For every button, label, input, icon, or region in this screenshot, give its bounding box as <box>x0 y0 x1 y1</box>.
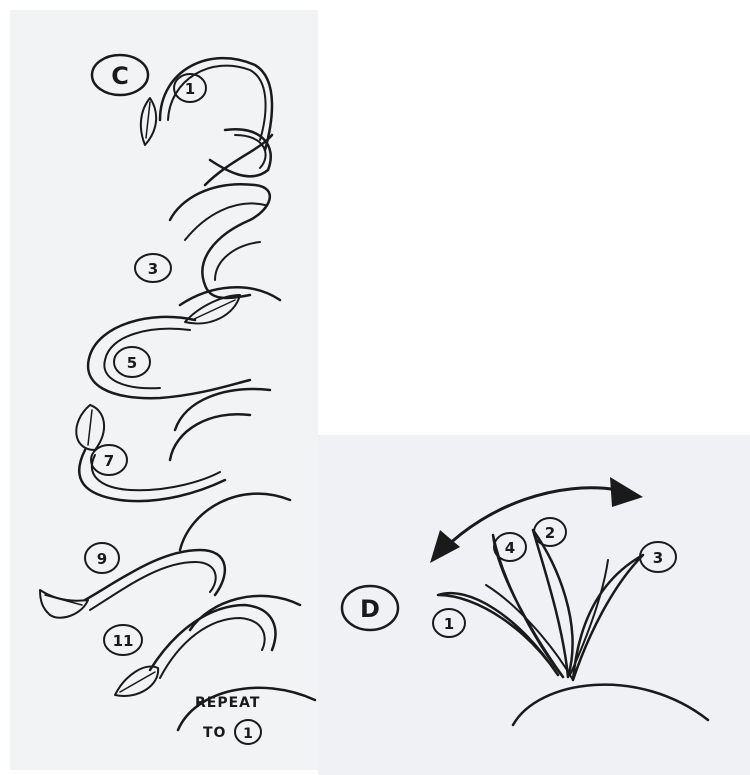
step-label-5: 5 <box>114 347 150 377</box>
leaf-label-1: 1 <box>433 609 465 637</box>
to-text: TO <box>203 725 226 741</box>
leaf-label-4: 4 <box>494 533 526 561</box>
repeat-note: REPEAT TO 1 <box>195 695 261 744</box>
svg-text:7: 7 <box>104 452 114 470</box>
leaf-label-3: 3 <box>640 542 676 572</box>
leaf-label-2: 2 <box>534 518 566 546</box>
panel-d-letter: D <box>360 595 380 623</box>
panel-d-label: D <box>342 586 398 630</box>
tendril-step-5 <box>88 287 280 398</box>
panel-d-leaf-fan: D 1 4 2 3 <box>318 435 750 775</box>
fanned-leaves <box>438 530 708 725</box>
step-label-7: 7 <box>91 445 127 475</box>
step-label-3: 3 <box>135 254 171 282</box>
svg-text:3: 3 <box>148 260 158 278</box>
svg-text:9: 9 <box>97 550 107 568</box>
step-label-9: 9 <box>85 543 119 573</box>
repeat-text: REPEAT <box>195 695 260 711</box>
tendril-step-9 <box>40 494 290 618</box>
double-arrow-icon <box>430 477 643 563</box>
step-label-11: 11 <box>104 625 142 655</box>
leaf-fan-drawing: D 1 4 2 3 <box>318 435 750 775</box>
svg-text:2: 2 <box>545 524 555 542</box>
panel-c-label: C <box>92 55 148 95</box>
repeat-step-number: 1 <box>243 726 253 742</box>
svg-text:11: 11 <box>113 632 134 650</box>
panel-c-vine-steps: C <box>10 10 318 770</box>
svg-text:1: 1 <box>444 615 454 633</box>
svg-text:1: 1 <box>185 80 195 98</box>
panel-c-letter: C <box>111 62 129 90</box>
vine-drawing: C <box>10 10 318 770</box>
svg-text:5: 5 <box>127 354 137 372</box>
svg-text:3: 3 <box>653 549 663 567</box>
tendril-step-3 <box>170 129 272 298</box>
tendril-step-1 <box>141 58 272 150</box>
svg-text:4: 4 <box>505 539 515 557</box>
